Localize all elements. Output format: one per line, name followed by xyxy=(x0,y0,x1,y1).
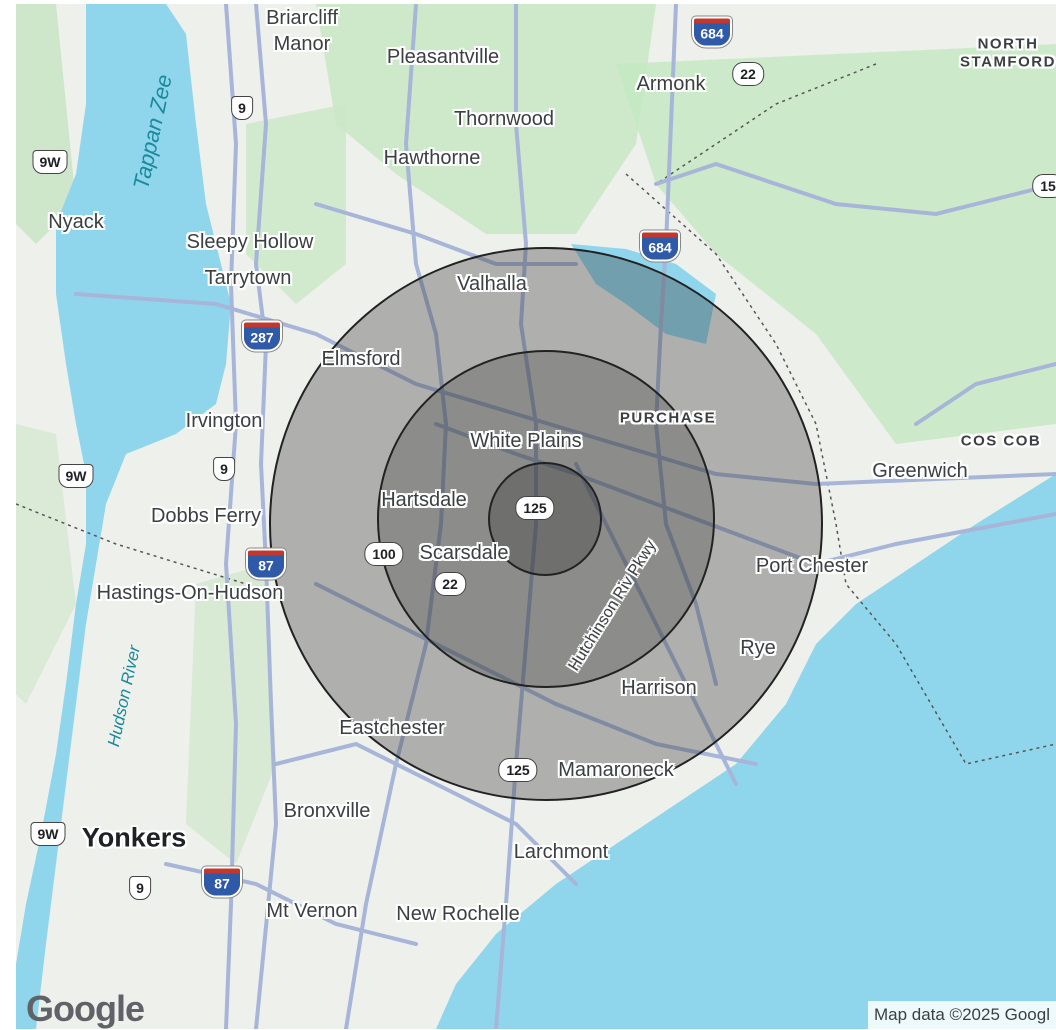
map-attribution[interactable]: Map data ©2025 Googl xyxy=(867,1001,1056,1029)
place-label: COS COB xyxy=(960,432,1042,450)
us-route-shield: 9W xyxy=(58,464,94,488)
place-label: Bronxville xyxy=(283,800,371,822)
state-route-shield: 125 xyxy=(515,496,555,520)
state-route-shield: 22 xyxy=(732,62,764,86)
state-route-shield: 22 xyxy=(434,572,466,596)
hudson-river xyxy=(16,4,231,1029)
state-route-shield: 125 xyxy=(498,758,538,782)
park-area xyxy=(16,424,76,704)
reservoir xyxy=(571,244,716,344)
place-label: Nyack xyxy=(48,211,104,233)
state-border xyxy=(625,173,1056,765)
radius-ring-outer xyxy=(269,247,823,801)
place-label: Valhalla xyxy=(457,273,527,295)
place-label: Yonkers xyxy=(81,822,187,853)
place-label: Port Chester xyxy=(755,555,869,577)
park-area xyxy=(246,104,346,304)
interstate-shield: 684 xyxy=(692,16,732,48)
park-area xyxy=(316,4,656,234)
place-label: Thornwood xyxy=(453,108,555,130)
us-route-shield: 9W xyxy=(30,822,66,846)
state-border xyxy=(16,503,247,585)
road xyxy=(914,362,1056,426)
interstate-shield: 684 xyxy=(640,230,680,262)
us-route-shield: 9 xyxy=(213,457,235,481)
place-label: Briarcliff xyxy=(266,7,338,29)
place-label: Sleepy Hollow xyxy=(186,231,314,253)
place-label: Mt Vernon xyxy=(266,900,358,922)
place-label: Pleasantville xyxy=(386,46,500,68)
place-label: Harrison xyxy=(621,677,697,699)
place-label: Tarrytown xyxy=(204,267,292,289)
road xyxy=(434,422,1056,567)
google-logo[interactable]: Google xyxy=(26,988,145,1029)
interstate-shield: 287 xyxy=(242,320,282,352)
road xyxy=(653,4,718,686)
park-area xyxy=(16,4,76,244)
place-label: Mamaroneck xyxy=(558,759,674,781)
map-canvas[interactable]: Briarcliff Manor Pleasantville Armonk NO… xyxy=(16,4,1056,1029)
us-route-shield: 9 xyxy=(231,96,253,120)
road-network xyxy=(74,4,1056,1029)
road xyxy=(314,202,578,266)
place-label: STAMFORD xyxy=(960,53,1056,71)
place-label: Greenwich xyxy=(872,460,968,482)
place-label: Hawthorne xyxy=(383,147,481,169)
place-label: Eastchester xyxy=(339,717,445,739)
place-label: Hartsdale xyxy=(381,489,467,511)
us-route-shield: 9 xyxy=(129,876,151,900)
place-label: NORTH xyxy=(977,35,1039,53)
place-label: New Rochelle xyxy=(396,903,520,925)
state-border xyxy=(655,63,877,185)
road xyxy=(274,741,578,886)
road xyxy=(494,4,538,1029)
place-label: Scarsdale xyxy=(419,542,509,564)
road xyxy=(253,4,279,1029)
road xyxy=(344,4,449,1029)
place-label: Hastings-On-Hudson xyxy=(96,582,284,604)
place-label: Elmsford xyxy=(321,348,401,370)
state-route-shield: 100 xyxy=(364,542,404,566)
interstate-shield: 87 xyxy=(246,548,286,580)
place-label: Dobbs Ferry xyxy=(150,505,262,527)
park-area xyxy=(616,44,1056,444)
place-label: Irvington xyxy=(185,410,263,432)
place-label: White Plains xyxy=(470,430,582,452)
place-label: Manor xyxy=(273,33,331,55)
long-island-sound xyxy=(436,474,1056,1029)
road xyxy=(574,462,738,786)
state-route-shield: 15 xyxy=(1032,174,1056,198)
road xyxy=(74,292,1056,487)
map-base xyxy=(16,4,1056,1029)
place-label: Armonk xyxy=(636,73,706,95)
place-label: PURCHASE xyxy=(619,409,717,427)
road xyxy=(654,161,1056,217)
place-label: Rye xyxy=(740,637,776,659)
park-area xyxy=(186,564,276,864)
us-route-shield: 9W xyxy=(32,150,68,174)
interstate-shield: 87 xyxy=(202,866,242,898)
place-label: Larchmont xyxy=(513,841,609,863)
